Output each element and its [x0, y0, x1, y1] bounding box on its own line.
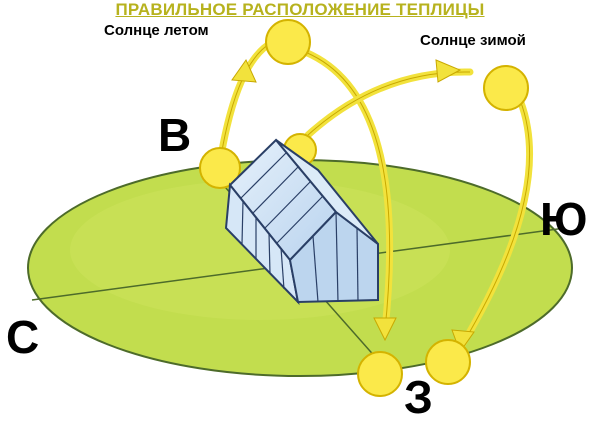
winter-arrow-right [435, 59, 462, 83]
summer-arrow-down [373, 317, 397, 342]
rib [335, 211, 339, 303]
direction-west-label: З [404, 371, 433, 423]
rib [264, 180, 312, 229]
rib [268, 232, 271, 275]
greenhouse-gable [288, 210, 379, 304]
diagram-title: ПРАВИЛЬНОЕ РАСПОЛОЖЕНИЕ ТЕПЛИЦЫ [115, 0, 485, 19]
greenhouse [224, 138, 379, 306]
rib [240, 151, 288, 199]
winter-sun-arc-down-edge [461, 99, 531, 346]
rib [276, 195, 324, 244]
direction-north-label: С [6, 311, 40, 363]
rib [312, 235, 319, 303]
direction-south-label: Ю [540, 193, 588, 245]
sunset-sun-winter [425, 339, 471, 385]
rib [280, 247, 285, 290]
summer-sun-top [265, 19, 311, 65]
sunrise-sun-east [199, 147, 241, 189]
rib [241, 200, 244, 245]
summer-sun-label: Солнце летом [104, 22, 209, 39]
greenhouse-roof-right [275, 139, 379, 245]
sunset-sun-summer [357, 351, 403, 397]
rib [356, 227, 359, 302]
summer-arrow-up [231, 58, 257, 83]
summer-sun-arc-down-edge [299, 49, 391, 331]
winter-sun-top [483, 65, 529, 111]
winter-sun-arc [304, 68, 474, 139]
direction-east-label: В [158, 109, 192, 161]
rib [252, 165, 300, 214]
winter-sun-label: Солнце зимой [420, 32, 526, 49]
